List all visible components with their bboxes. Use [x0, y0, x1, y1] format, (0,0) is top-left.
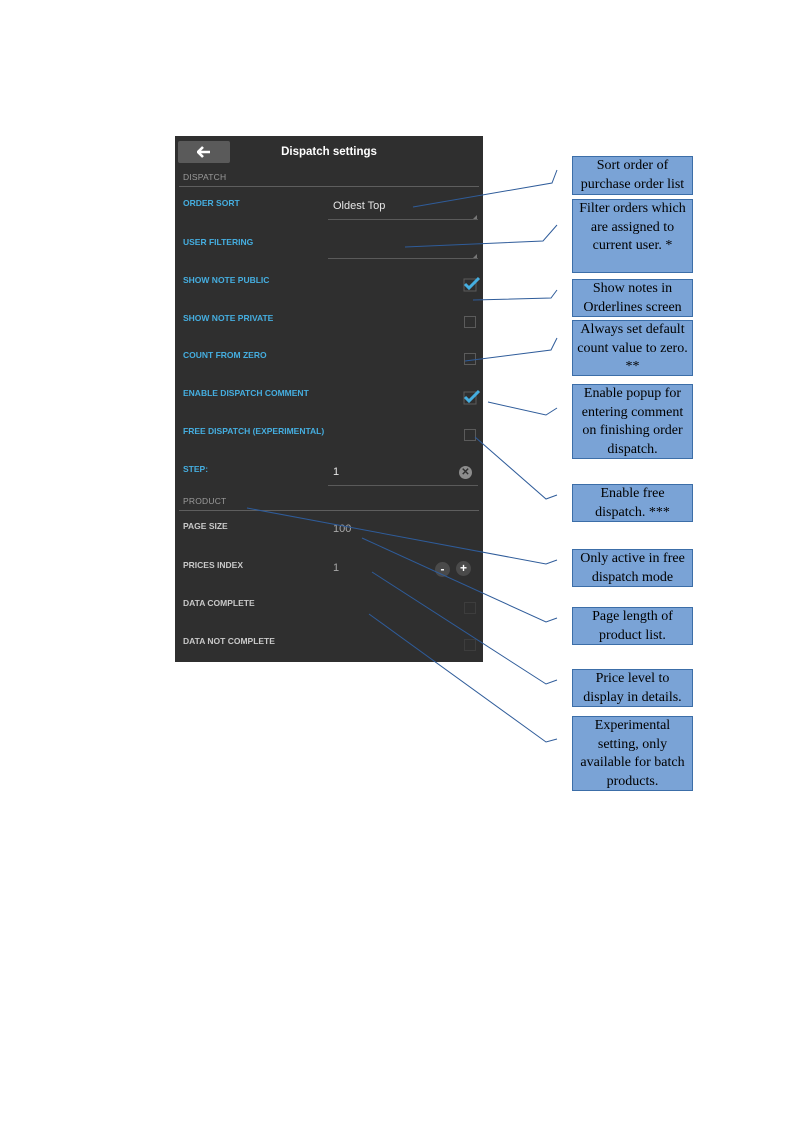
- enable-dispatch-comment-label: ENABLE DISPATCH COMMENT: [183, 388, 309, 398]
- section-header-dispatch: DISPATCH: [183, 172, 227, 182]
- annotation-note: Enable popup for entering comment on fin…: [572, 384, 693, 459]
- count-from-zero-label: COUNT FROM ZERO: [183, 350, 267, 360]
- connector-line: [361, 537, 558, 623]
- user-filtering-underline: [328, 258, 478, 259]
- section-header-product: PRODUCT: [183, 496, 227, 506]
- step-underline: [328, 485, 478, 486]
- connector-line: [246, 507, 558, 565]
- section-divider: [179, 186, 479, 187]
- step-label: STEP:: [183, 464, 209, 474]
- connector-line: [487, 401, 558, 416]
- connector-line: [368, 613, 558, 743]
- dropdown-corner-icon: [473, 215, 477, 219]
- count-from-zero-checkbox[interactable]: [464, 353, 476, 365]
- increment-button[interactable]: +: [456, 561, 471, 576]
- data-not-complete-checkbox[interactable]: [464, 639, 476, 651]
- section-divider: [179, 510, 479, 511]
- dispatch-settings-screen: Dispatch settings DISPATCH ORDER SORT Ol…: [175, 136, 483, 662]
- connector-line: [464, 337, 558, 362]
- step-input[interactable]: 1: [333, 466, 340, 478]
- annotation-note: Show notes in Orderlines screen: [572, 279, 693, 317]
- free-dispatch-checkbox[interactable]: [464, 429, 476, 441]
- order-sort-underline: [328, 219, 478, 220]
- annotation-note: Filter orders which are assigned to curr…: [572, 199, 693, 273]
- page-size-input[interactable]: 100: [333, 523, 352, 535]
- dropdown-corner-icon: [473, 254, 477, 258]
- connector-line: [474, 436, 558, 500]
- page-title: Dispatch settings: [281, 146, 377, 158]
- annotation-note: Only active in free dispatch mode: [572, 549, 693, 587]
- annotation-note: Experimental setting, only available for…: [572, 716, 693, 791]
- connector-line: [371, 571, 558, 685]
- show-note-private-label: SHOW NOTE PRIVATE: [183, 313, 274, 323]
- annotation-note: Enable free dispatch. ***: [572, 484, 693, 522]
- show-note-public-checkbox[interactable]: [461, 276, 481, 292]
- annotation-note: Always set default count value to zero. …: [572, 320, 693, 376]
- annotation-note: Price level to display in details.: [572, 669, 693, 707]
- prices-index-label: PRICES INDEX: [183, 560, 243, 570]
- order-sort-select[interactable]: Oldest Top: [333, 200, 386, 212]
- show-note-private-checkbox[interactable]: [464, 316, 476, 328]
- data-not-complete-label: DATA NOT COMPLETE: [183, 636, 275, 646]
- arrow-left-icon: [197, 146, 210, 158]
- user-filtering-label: USER FILTERING: [183, 237, 254, 247]
- back-button[interactable]: [178, 141, 230, 163]
- connector-line: [412, 169, 558, 208]
- clear-icon[interactable]: ✕: [459, 466, 472, 479]
- page-size-label: PAGE SIZE: [183, 521, 228, 531]
- free-dispatch-label: FREE DISPATCH (EXPERIMENTAL): [183, 426, 325, 436]
- data-complete-checkbox[interactable]: [464, 602, 476, 614]
- show-note-public-label: SHOW NOTE PUBLIC: [183, 275, 270, 285]
- data-complete-label: DATA COMPLETE: [183, 598, 255, 608]
- connector-line: [404, 224, 558, 248]
- annotation-note: Sort order of purchase order list: [572, 156, 693, 195]
- prices-index-input[interactable]: 1: [333, 562, 340, 574]
- connector-line: [472, 289, 558, 301]
- annotation-note: Page length of product list.: [572, 607, 693, 645]
- enable-dispatch-comment-checkbox[interactable]: [461, 389, 481, 405]
- order-sort-label: ORDER SORT: [183, 198, 240, 208]
